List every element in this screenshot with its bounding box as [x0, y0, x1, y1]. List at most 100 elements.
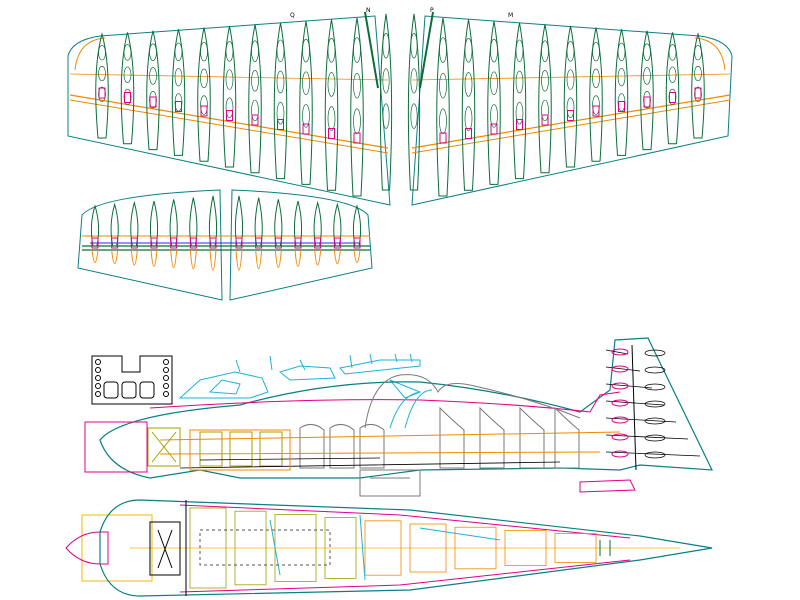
left-rib-5-hole-2	[225, 97, 234, 118]
left-wing-ribs	[95, 13, 393, 197]
left-rear-spar	[69, 73, 389, 81]
left-rib-2-hole-2	[149, 91, 157, 109]
left-rib-0-hole-2	[98, 86, 106, 102]
fin-rib-0	[605, 349, 629, 355]
left-elevator-rib-0	[91, 249, 99, 263]
left-main-spar-2	[69, 99, 389, 154]
fin-rib-4	[605, 417, 677, 423]
right-rib-3	[614, 29, 629, 156]
gear-block	[359, 469, 421, 497]
top-bay-4	[364, 520, 402, 576]
former-lightening-holes	[95, 359, 169, 397]
right-stab-rib-6-notch	[235, 237, 243, 249]
fin-rib-4-hole	[611, 416, 629, 424]
left-rib-5-hole-0	[225, 41, 234, 62]
right-rib-5-hole-2	[566, 97, 575, 118]
top-bay-7	[504, 530, 547, 567]
fin-rib-5	[605, 434, 689, 440]
left-rib-9-hole-2	[327, 106, 336, 131]
fuselage-formers	[199, 406, 580, 469]
left-rib-10-hole-2	[353, 108, 361, 135]
right-stab-rib-0-notch	[353, 237, 361, 249]
rudder-rib-0	[644, 349, 666, 357]
left-rib-10	[350, 17, 364, 197]
spinner-outline	[65, 531, 109, 565]
left-rib-root	[379, 13, 393, 191]
right-rib-6	[538, 24, 552, 174]
left-rib-0-spar-notch	[98, 87, 106, 99]
right-rib-0-hole-1	[694, 65, 702, 82]
former-cutout-3	[139, 381, 155, 399]
right-stab-rib-2-notch	[314, 237, 322, 249]
left-stab-rib-0-notch	[91, 237, 99, 249]
top-bay-6	[454, 526, 497, 570]
former-cutout-2	[121, 381, 137, 399]
side-former-0	[299, 424, 325, 469]
left-rib-4-hole-2	[200, 95, 208, 115]
right-rib-7-spar-notch	[516, 119, 523, 130]
left-main-spar	[69, 94, 389, 149]
right-stab-rib-5-notch	[255, 237, 263, 249]
left-stab-rib-0	[90, 204, 100, 247]
right-rib-2	[640, 30, 654, 151]
fuselage-section-former	[91, 355, 173, 405]
stab-hinge-line	[82, 245, 370, 251]
left-rib-2-spar-notch	[149, 96, 157, 108]
left-rib-1	[120, 32, 135, 145]
former-right-hole-0	[163, 359, 169, 365]
right-stab-rib-2	[313, 200, 322, 247]
right-rear-spar	[411, 73, 731, 81]
right-root-rib-line	[419, 11, 434, 89]
right-elevator-rib-3	[294, 249, 302, 267]
right-elevator-rib-1	[333, 249, 341, 265]
left-rib-10-hole-1	[353, 72, 361, 99]
left-stab-rib-6	[208, 195, 218, 247]
right-rib-5	[563, 25, 578, 168]
left-rib-7-hole-1	[276, 70, 285, 94]
right-stab-rib-3-notch	[294, 237, 302, 249]
left-rib-6-hole-0	[251, 40, 259, 62]
right-rib-root-hole-1	[410, 68, 418, 94]
right-rib-6-hole-0	[541, 40, 549, 62]
right-main-spar-2	[411, 99, 731, 154]
motor-mount	[147, 427, 181, 467]
left-rib-0-hole-0	[98, 45, 106, 61]
left-elevator-rib-6	[209, 249, 217, 271]
right-elevator-rib-5	[255, 249, 263, 270]
station-label-p: P	[430, 7, 434, 14]
left-rib-2-hole-0	[149, 43, 157, 61]
left-rib-6-spar-notch	[251, 114, 259, 126]
side-former-6	[554, 406, 580, 469]
top-longeron-upper	[179, 504, 631, 539]
right-rib-2-hole-2	[643, 91, 651, 109]
top-longeron-lower	[179, 559, 631, 593]
side-former-5	[519, 406, 545, 469]
right-rib-2-hole-0	[643, 43, 651, 61]
right-rib-7-hole-0	[515, 39, 524, 63]
fuselage-outline	[99, 337, 713, 479]
side-nose-former-1	[229, 431, 253, 467]
fin-ribs	[605, 348, 701, 459]
fin-rib-3-hole	[611, 399, 629, 407]
right-rib-8-hole-0	[490, 38, 498, 63]
fuselage-top-view	[65, 499, 713, 597]
former-left-hole-0	[95, 359, 101, 365]
side-former-3	[439, 406, 465, 469]
right-rib-8	[487, 21, 501, 185]
side-former-2	[359, 424, 385, 469]
former-right-hole-3	[163, 383, 169, 389]
right-rib-5-hole-0	[566, 41, 575, 62]
right-rib-7-hole-2	[515, 101, 524, 125]
left-rib-3-spar-notch	[175, 101, 182, 112]
side-longeron	[159, 431, 621, 455]
right-wingtip-block	[694, 37, 726, 71]
station-label-n: N	[366, 7, 371, 14]
top-view-bays	[189, 507, 597, 589]
right-rib-7	[512, 22, 527, 180]
former-right-hole-4	[163, 391, 169, 397]
right-rib-9-hole-2	[464, 106, 473, 131]
former-left-hole-4	[95, 391, 101, 397]
top-bay-8	[554, 533, 597, 563]
left-root-rib-line	[364, 11, 379, 89]
